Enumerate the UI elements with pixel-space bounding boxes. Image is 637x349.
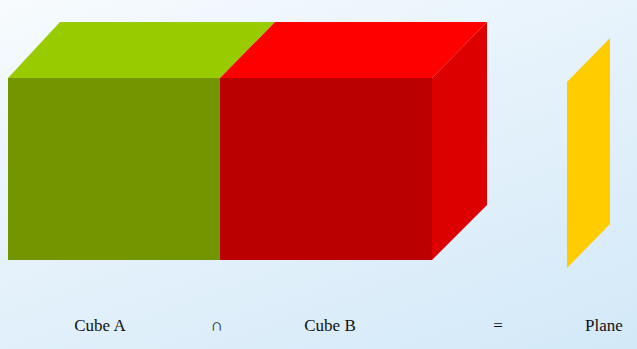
- cube-a-front: [8, 78, 220, 260]
- cube-label: Cube A: [74, 316, 125, 336]
- cube-b-side: [432, 22, 487, 260]
- cube-b-front: [220, 78, 432, 260]
- plane-label: Plane: [585, 316, 623, 336]
- cube-label: Cube B: [304, 316, 355, 336]
- plane-shape: [567, 38, 610, 268]
- operator-symbol: =: [493, 316, 503, 336]
- operator-symbol: ∩: [211, 316, 223, 336]
